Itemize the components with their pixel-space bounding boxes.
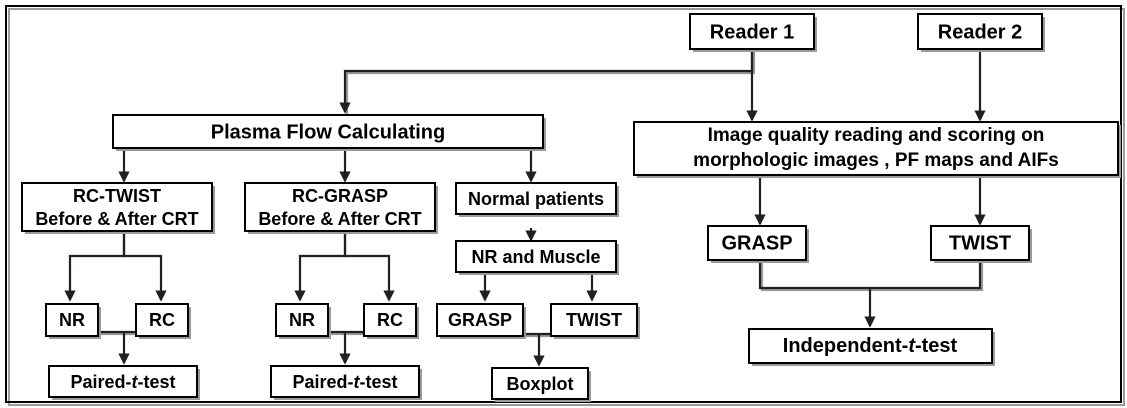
node-rc-twist-leaf[interactable]: RC [135, 303, 191, 339]
figure-border-shadow [8, 8, 1125, 406]
node-rc-grasp-leaf[interactable]: RC [363, 303, 419, 339]
node-normal-patients-label: Normal patients [468, 189, 604, 209]
node-grasp-normal[interactable]: GRASP [436, 303, 526, 339]
node-nr-and-muscle[interactable]: NR and Muscle [455, 240, 619, 275]
node-grasp-reader-label: GRASP [721, 232, 792, 254]
node-rc-grasp[interactable]: RC-GRASP Before & After CRT [244, 182, 438, 234]
paired-ttest-twist-suffix: -test [138, 372, 176, 392]
paired-ttest-twist-italic: t [132, 372, 139, 392]
node-plasma-flow-label: Plasma Flow Calculating [211, 121, 446, 143]
node-paired-ttest-grasp-label: Paired-t-test [292, 372, 397, 392]
node-reader-1[interactable]: Reader 1 [689, 13, 817, 52]
paired-ttest-twist-prefix: Paired- [70, 372, 131, 392]
edge-reader1-split-shadow [345, 50, 756, 114]
node-paired-ttest-grasp[interactable]: Paired-t-test [270, 365, 422, 400]
node-independent-ttest[interactable]: Independent-t-test [748, 328, 995, 366]
edge-reader-join-shadow [760, 260, 984, 292]
node-rc-twist-leaf-label: RC [149, 310, 175, 330]
node-nr-and-muscle-label: NR and Muscle [471, 247, 600, 267]
independent-ttest-suffix: -test [915, 335, 958, 357]
node-boxplot[interactable]: Boxplot [491, 367, 591, 402]
node-reader-1-label: Reader 1 [710, 21, 795, 43]
node-reader-2[interactable]: Reader 2 [917, 13, 1045, 52]
node-rc-grasp-line2: Before & After CRT [258, 209, 421, 229]
paired-ttest-grasp-suffix: -test [360, 372, 398, 392]
independent-ttest-prefix: Independent- [783, 335, 909, 357]
node-rc-grasp-leaf-label: RC [377, 310, 403, 330]
paired-ttest-grasp-prefix: Paired- [292, 372, 353, 392]
node-twist-normal[interactable]: TWIST [550, 303, 640, 339]
edge-reader1-to-plasma-flow [339, 48, 754, 114]
independent-ttest-italic: t [908, 335, 916, 357]
node-rc-twist-line2: Before & After CRT [35, 209, 198, 229]
paired-ttest-grasp-italic: t [354, 372, 361, 392]
node-independent-ttest-label: Independent-t-test [783, 335, 958, 357]
node-boxplot-label: Boxplot [507, 374, 574, 394]
node-twist-reader-label: TWIST [949, 232, 1011, 254]
edge-rc-twist-to-rc [122, 228, 167, 302]
node-normal-patients[interactable]: Normal patients [455, 182, 619, 217]
node-nr-grasp[interactable]: NR [275, 303, 331, 339]
node-nr-twist-label: NR [59, 310, 85, 330]
node-paired-ttest-twist[interactable]: Paired-t-test [48, 365, 200, 400]
node-paired-ttest-twist-label: Paired-t-test [70, 372, 175, 392]
node-reader-2-label: Reader 2 [938, 21, 1023, 43]
node-nr-twist[interactable]: NR [45, 303, 101, 339]
node-rc-twist-line1: RC-TWIST [73, 186, 161, 206]
node-grasp-normal-label: GRASP [448, 310, 512, 330]
node-nr-grasp-label: NR [289, 310, 315, 330]
edge-rc-grasp-to-rc [343, 228, 395, 302]
node-image-quality-line2: morphologic images , PF maps and AIFs [693, 150, 1059, 171]
node-grasp-reader[interactable]: GRASP [707, 225, 809, 263]
node-twist-normal-label: TWIST [566, 310, 622, 330]
node-rc-twist[interactable]: RC-TWIST Before & After CRT [21, 182, 215, 234]
node-image-quality-reading[interactable]: Image quality reading and scoring on mor… [633, 121, 1121, 178]
node-plasma-flow-calculating[interactable]: Plasma Flow Calculating [112, 114, 546, 151]
node-rc-grasp-line1: RC-GRASP [292, 186, 388, 206]
node-twist-reader[interactable]: TWIST [930, 225, 1032, 263]
edge-rc-twist-to-nr [64, 228, 126, 302]
node-image-quality-line1: Image quality reading and scoring on [708, 125, 1045, 146]
edge-rc-grasp-to-nr [294, 228, 347, 302]
